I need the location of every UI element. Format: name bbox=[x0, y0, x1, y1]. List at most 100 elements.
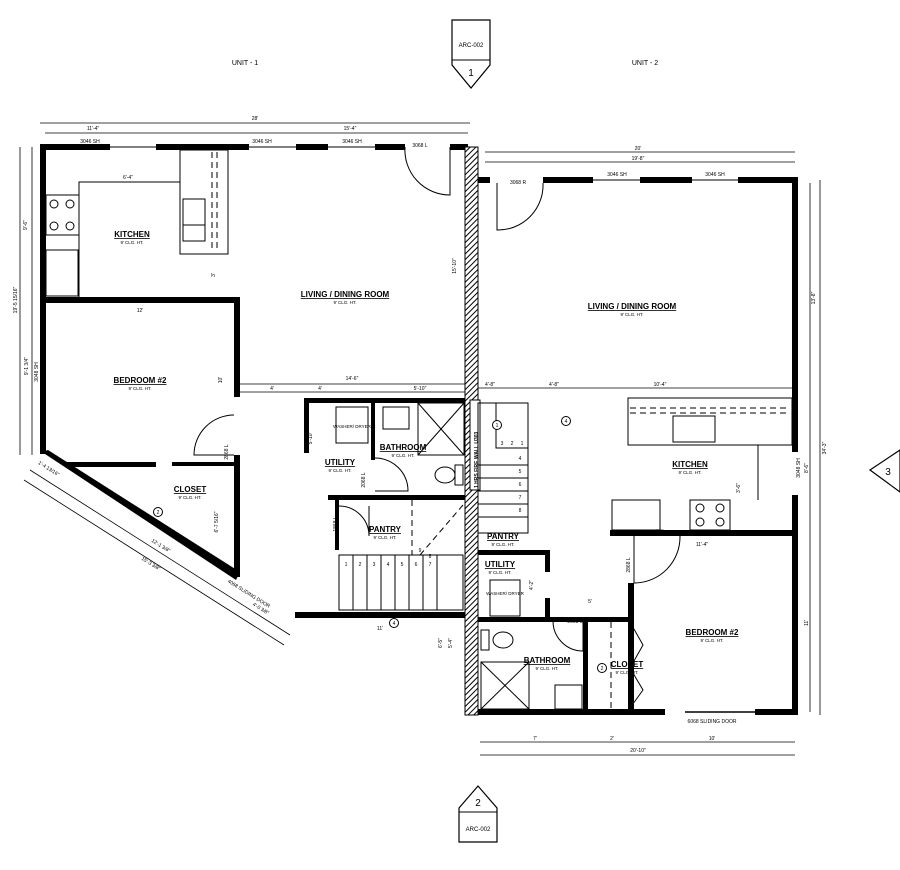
dimension-label: 34'-3" bbox=[822, 441, 828, 454]
section-marker-3: 3 bbox=[868, 449, 900, 493]
dimension-label: 11' bbox=[377, 626, 383, 632]
dimension-label: 9'-6" bbox=[23, 220, 29, 230]
dimension-label: 3048 SH bbox=[34, 362, 40, 382]
room-label-u1-utility: UTILITY bbox=[325, 458, 356, 467]
dimension-label: 4'-2" bbox=[529, 580, 535, 590]
svg-text:1: 1 bbox=[468, 68, 474, 79]
fire-wall-label: 1 HRS FIRE WALL U303 bbox=[474, 431, 480, 488]
stair-step-number: 2 bbox=[359, 562, 362, 568]
ceiling-height-note: 9' CLG. HT. bbox=[535, 666, 558, 671]
ceiling-height-note: 9' CLG. HT. bbox=[373, 535, 396, 540]
dimension-label: 4' bbox=[318, 386, 322, 392]
toilet-icon bbox=[492, 631, 514, 649]
stair-step-number: 5 bbox=[519, 469, 522, 475]
dimension-label: 11' bbox=[804, 620, 810, 626]
dimension-lines bbox=[19, 122, 821, 756]
toilet-icon bbox=[434, 466, 456, 484]
unit-2-fixtures bbox=[480, 182, 795, 714]
unit-2-walls bbox=[478, 177, 798, 715]
dimension-label: 3046 SH bbox=[607, 172, 627, 178]
room-label-u1-living: LIVING / DINING ROOM bbox=[301, 290, 390, 299]
stair-step-number: 4 bbox=[519, 456, 522, 462]
ceiling-height-note: 9' CLG. HT. bbox=[678, 470, 701, 475]
bathroom-sink-icon bbox=[554, 684, 583, 710]
dimension-label: 3046 SH bbox=[705, 172, 725, 178]
stair-step-number: 7 bbox=[429, 562, 432, 568]
dimension-label: 12' bbox=[137, 308, 144, 314]
stair-step-number: 5 bbox=[401, 562, 404, 568]
dimension-label: 3046 SH bbox=[342, 139, 362, 145]
dimension-label: 7' bbox=[533, 736, 537, 742]
dimension-label: 2068 L bbox=[567, 619, 583, 625]
svg-text:2: 2 bbox=[475, 798, 481, 809]
room-label-u2-bathroom: BATHROOM bbox=[524, 656, 571, 665]
dimension-label: 11'-4" bbox=[696, 542, 709, 548]
room-label-u1-kitchen: KITCHEN bbox=[114, 230, 150, 239]
dimension-label: 28' bbox=[252, 116, 259, 122]
dimension-label: 10'-4" bbox=[654, 382, 667, 388]
room-label-u2-kitchen: KITCHEN bbox=[672, 460, 708, 469]
stair-step-number: 3 bbox=[501, 441, 504, 447]
room-label-u1-pantry: PANTRY bbox=[369, 525, 402, 534]
room-label-u2-pantry: PANTRY bbox=[487, 532, 520, 541]
room-label-u1-bathroom: BATHROOM bbox=[380, 443, 427, 452]
dimension-label: 15'-4" bbox=[344, 126, 357, 132]
dimension-label: 1'-4 13/16" bbox=[37, 460, 61, 478]
dimension-label: 15'-3 3/8" bbox=[140, 556, 161, 572]
dimension-label: 20' bbox=[635, 146, 642, 152]
dimension-label: 15'-10" bbox=[452, 258, 458, 274]
detail-tag-icon bbox=[492, 420, 502, 430]
dimension-label: 20'-10" bbox=[630, 748, 646, 754]
dimension-label: 2868 L bbox=[224, 444, 230, 460]
dimension-label: 13'-8" bbox=[811, 291, 817, 304]
dimension-label: 4'-8" bbox=[485, 382, 495, 388]
stair-step-number: 6 bbox=[415, 562, 418, 568]
dimension-label: 2068 L bbox=[361, 472, 367, 488]
section-marker-2: 2 ARC-002 bbox=[458, 785, 498, 843]
kitchen-sink-icon bbox=[672, 415, 716, 443]
washer-dryer-icon bbox=[489, 579, 521, 617]
ceiling-height-note: 9' CLG. HT. bbox=[700, 638, 723, 643]
dimension-label: 3046 SH bbox=[80, 139, 100, 145]
dimension-label: 5' bbox=[588, 599, 592, 605]
dimension-label: 12'-1 3/8" bbox=[150, 538, 171, 554]
svg-text:ARC-002: ARC-002 bbox=[466, 827, 491, 833]
ceiling-height-note: 9' CLG. HT. bbox=[178, 495, 201, 500]
dimension-label: 14'-6" bbox=[346, 376, 359, 382]
dimension-label: 8'-6" bbox=[804, 463, 810, 473]
stair-step-number: 8 bbox=[429, 554, 432, 560]
dimension-label: 5'-4" bbox=[448, 638, 454, 648]
ceiling-height-note: 9' CLG. HT. bbox=[128, 386, 151, 391]
dimension-label: 3046 SH bbox=[252, 139, 272, 145]
washer-dryer-label: WASHER/ DRYER bbox=[333, 424, 372, 429]
dimension-label: 5'-10" bbox=[308, 431, 314, 444]
ceiling-height-note: 9' CLG. HT. bbox=[488, 570, 511, 575]
dimension-label: 3068 R bbox=[510, 180, 527, 186]
dimension-label: 6068 SLIDING DOOR bbox=[688, 719, 737, 725]
dimension-label: 10' bbox=[709, 736, 716, 742]
room-label-u1-closet: CLOSET bbox=[174, 485, 207, 494]
detail-tag-icon bbox=[597, 663, 607, 673]
dimension-label: 1868 L bbox=[333, 516, 339, 532]
stair-step-number: 1 bbox=[521, 441, 524, 447]
unit-1-walls bbox=[40, 144, 470, 618]
detail-tag-number: 4 bbox=[565, 419, 568, 425]
dimension-label: 11'-4" bbox=[87, 126, 100, 132]
detail-tag-number: 2 bbox=[157, 510, 160, 516]
stair-step-number: 3 bbox=[373, 562, 376, 568]
ceiling-height-note: 9' CLG. HT. bbox=[491, 542, 514, 547]
detail-tag-number: 1 bbox=[496, 423, 499, 429]
dimension-label: 3048 SH bbox=[796, 458, 802, 478]
dimension-label: 3068 L bbox=[412, 143, 428, 149]
stair-step-number: 7 bbox=[519, 495, 522, 501]
dimension-label: 4' bbox=[270, 386, 274, 392]
washer-dryer-label: WASHER/ DRYER bbox=[486, 591, 525, 596]
detail-tag-number: 4 bbox=[393, 621, 396, 627]
room-label-u2-closet: CLOSET bbox=[611, 660, 644, 669]
stair-step-number: 1 bbox=[345, 562, 348, 568]
stair-step-number: 6 bbox=[519, 482, 522, 488]
dimension-label: 4068 SLIDING DOOR bbox=[226, 579, 271, 610]
